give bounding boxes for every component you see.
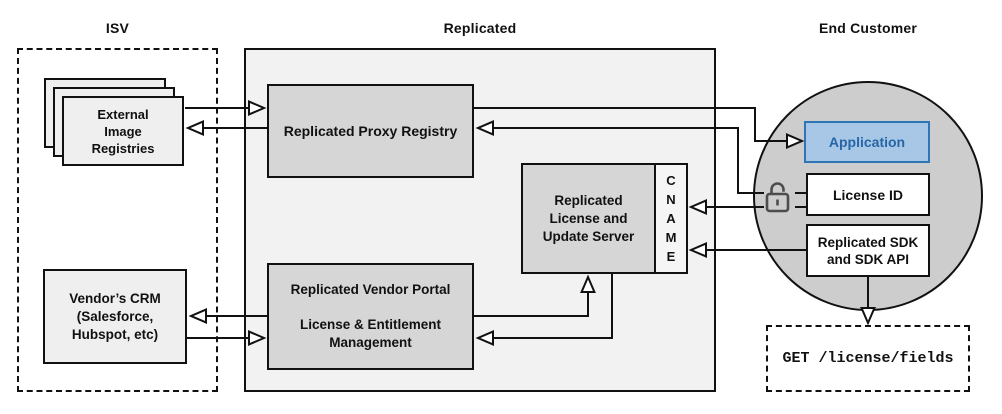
cname-letter: N	[666, 192, 676, 207]
license-update-server-label-line: Update Server	[542, 228, 635, 244]
cname-strip: C N A M E	[654, 163, 688, 274]
proxy-registry-label: Replicated Proxy Registry	[283, 123, 458, 139]
cname-letter: E	[666, 249, 676, 264]
license-id-node: License ID	[806, 173, 930, 216]
external-registries-label-line: Registries	[91, 140, 155, 156]
application-node: Application	[804, 121, 930, 163]
vendor-portal-subtitle: License & Entitlement Management	[299, 317, 442, 350]
vendor-portal-title: Replicated Vendor Portal	[290, 282, 451, 297]
unlock-icon	[765, 182, 790, 213]
end-customer-section-title: End Customer	[818, 20, 918, 36]
application-label: Application	[828, 134, 906, 150]
external-registries-label-line: Image	[104, 123, 142, 139]
cname-letter: A	[666, 211, 676, 226]
replicated-sdk-node: Replicated SDK and SDK API	[806, 224, 930, 277]
license-id-label: License ID	[832, 186, 904, 203]
get-license-fields-label: GET /license/fields	[782, 350, 954, 367]
license-update-server-label-line: License and	[549, 210, 628, 226]
replicated-sdk-label-line: and SDK API	[826, 251, 909, 267]
vendor-crm-label-line: Vendor’s CRM	[69, 290, 161, 306]
external-registries-label-line: External	[97, 106, 149, 122]
vendor-crm-label-line: Hubspot, etc)	[71, 326, 159, 342]
vendor-portal-node: Replicated Vendor Portal License & Entit…	[267, 263, 474, 370]
get-license-fields-node: GET /license/fields	[766, 325, 970, 392]
replicated-section-title: Replicated	[443, 20, 517, 36]
cname-letter: C	[666, 173, 676, 188]
replicated-sdk-label-line: Replicated SDK	[817, 234, 919, 250]
license-update-server-node: Replicated License and Update Server	[521, 163, 656, 274]
vendor-crm-label-line: (Salesforce,	[76, 308, 154, 324]
isv-section-title: ISV	[105, 20, 130, 36]
external-image-registries-node: External Image Registries	[62, 96, 184, 166]
license-update-server-label-line: Replicated	[554, 192, 623, 208]
cname-letter: M	[665, 230, 677, 245]
vendor-crm-node: Vendor’s CRM (Salesforce, Hubspot, etc)	[43, 269, 187, 364]
proxy-registry-node: Replicated Proxy Registry	[267, 84, 474, 178]
